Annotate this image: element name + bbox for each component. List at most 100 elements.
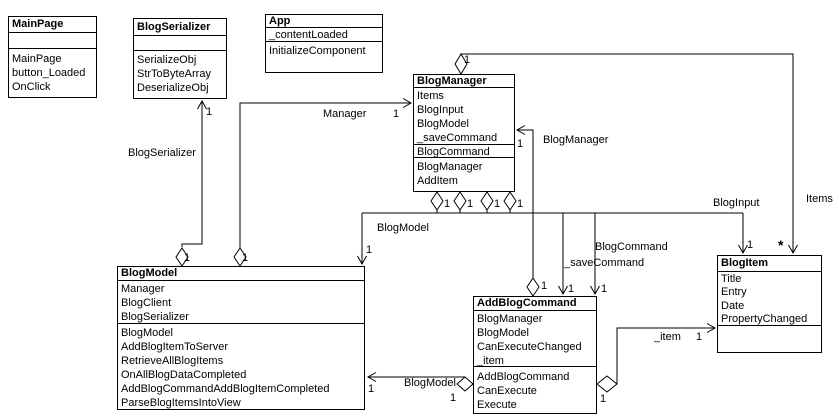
class-title: App [269,15,291,27]
edge-label: Items [806,193,833,205]
member: ParseBlogItemsIntoView [121,397,241,409]
member: AddBlogItemToServer [121,341,228,353]
edge-items[interactable]: Items * 1 [454,53,833,255]
member: button_Loaded [12,67,86,79]
member: SerializeObj [137,54,197,66]
member: MainPage [12,53,62,65]
multiplicity: 1 [494,198,500,210]
member: Entry [721,286,747,299]
member: AddItem [417,175,458,187]
multiplicity-star: * [778,237,784,253]
edge-label: BlogCommand [595,241,668,253]
multiplicity: 1 [444,198,450,210]
multiplicity: 1 [568,283,574,295]
member: AddBlogCommandAddBlogItemCompleted [121,383,330,395]
edge-blogmodel-top[interactable]: BlogModel 1 1 [357,191,450,266]
aggregation-diamond [430,191,444,211]
methods-section [718,325,821,352]
multiplicity: 1 [747,239,753,251]
member: Manager [121,283,165,295]
member: _item [477,355,504,366]
multiplicity: 1 [366,244,372,256]
edge-label: BlogModel [404,377,456,389]
edge-blogmodel-bottom[interactable]: BlogModel 1 1 [366,372,474,404]
multiplicity: 1 [696,331,702,343]
member: BlogClient [121,297,172,309]
member: BlogManager [417,161,483,173]
edge-bloginput[interactable]: BlogInput 1 1 [453,191,759,255]
multiplicity: 1 [517,138,523,150]
member: BlogModel [417,118,469,130]
multiplicity: 1 [517,198,523,210]
multiplicity: 1 [467,198,473,210]
class-app[interactable]: App _contentLoaded InitializeComponent [265,14,383,73]
edge-manager[interactable]: Manager 1 1 [233,98,413,267]
member: CanExecuteChanged [477,341,582,353]
member: Date [721,299,745,312]
class-title: MainPage [12,18,64,30]
edge-blogmanager[interactable]: BlogManager 1 1 [515,125,609,297]
member: BlogModel [121,327,173,339]
multiplicity: 1 [541,280,547,292]
member: Items [417,90,444,102]
edge-label: BlogSerializer [128,147,196,159]
member: OnClick [12,81,51,93]
attributes-section: _contentLoaded [266,27,382,41]
edge-item[interactable]: _item 1 1 [596,323,717,405]
member: Execute [477,399,517,411]
aggregation-diamond [503,191,517,211]
aggregation-diamond [596,375,618,393]
attributes-section [134,35,226,50]
edge-label: BlogManager [543,134,609,146]
member: BlogCommand [417,146,490,157]
multiplicity: 1 [368,383,374,395]
edge-savecommand[interactable]: _saveCommand 1 1 [480,191,644,296]
class-title: AddBlogCommand [477,297,577,309]
edge-label: BlogInput [713,197,759,209]
member: StrToByteArray [137,68,211,80]
edge-label: BlogModel [377,222,429,234]
methods-section: InitializeComponent [266,41,382,72]
member: PropertyChanged [721,313,808,325]
aggregation-diamond [453,191,467,211]
aggregation-diamond [480,191,494,211]
multiplicity: 1 [184,252,190,264]
member: AddBlogCommand [477,371,570,383]
edge-bus [362,210,743,214]
multiplicity: 1 [450,392,456,404]
member: InitializeComponent [269,45,366,57]
multiplicity: 1 [393,108,399,120]
class-title: BlogItem [721,257,769,269]
edge-label: Manager [323,108,367,120]
edge-blogcommand[interactable]: BlogCommand 1 1 [503,191,668,296]
multiplicity: 1 [242,252,248,264]
member: RetrieveAllBlogItems [121,355,224,367]
edge-blogserializer[interactable]: BlogSerializer 1 1 [128,99,212,267]
attributes-section [9,32,96,48]
class-title: BlogSerializer [137,21,211,33]
member: DeserializeObj [137,82,209,94]
aggregation-diamond [526,277,540,297]
edge-label: _saveCommand [563,257,644,269]
nested-section: BlogCommand [414,144,514,157]
edge-label: _item [653,331,681,343]
member: BlogManager [477,313,543,325]
member: BlogModel [477,327,529,339]
aggregation-diamond [456,376,474,392]
